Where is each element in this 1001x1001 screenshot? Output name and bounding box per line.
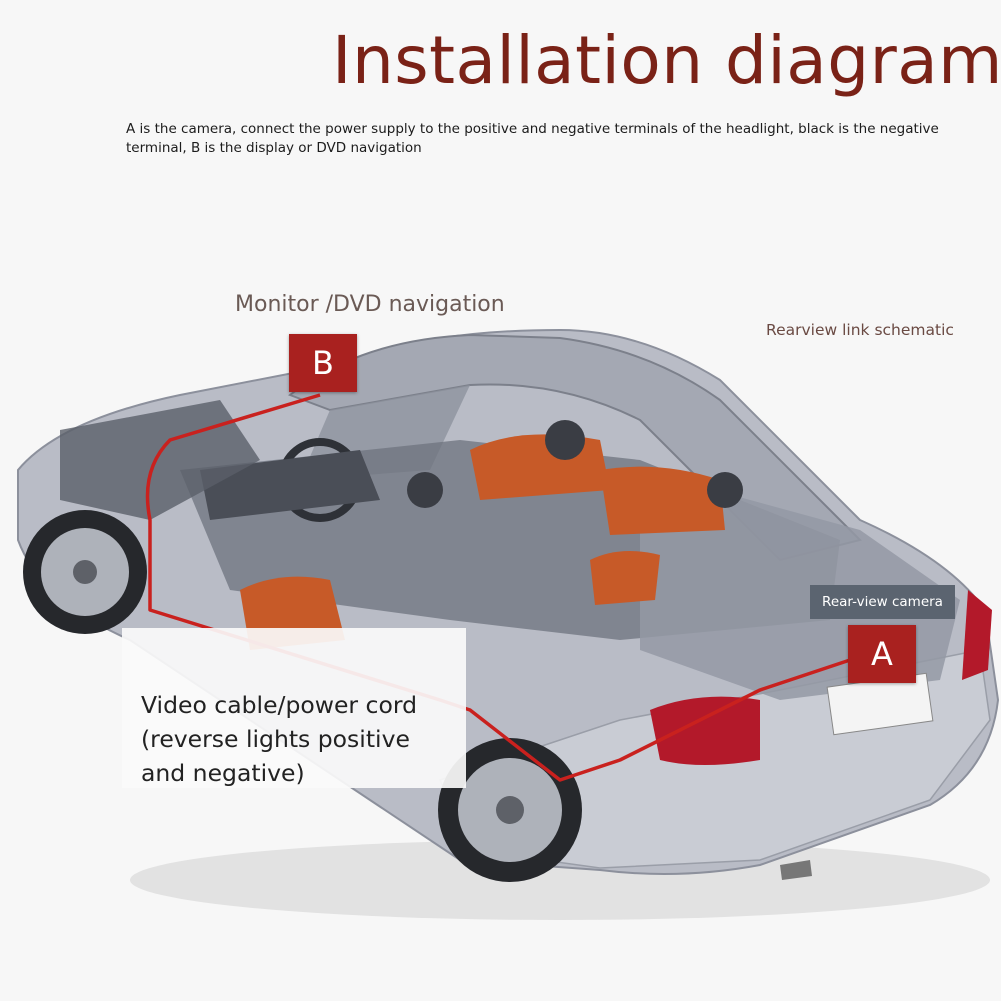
rear-wheel [438,738,582,882]
page-title: Installation diagram [332,22,1001,99]
rearview-link-label: Rearview link schematic [766,321,954,339]
car-roof [287,333,862,562]
headrest [407,472,443,508]
rear-camera-callout: Rear-view camera [810,585,955,619]
tail-light [650,696,760,765]
monitor-marker-b: B [289,334,357,392]
headrest [545,420,585,460]
cable-label-background [122,628,466,788]
monitor-label: Monitor /DVD navigation [235,292,505,317]
headrest [707,472,743,508]
engine-bay [60,400,260,520]
rear-seat [470,434,610,500]
installation-description: A is the camera, connect the power suppl… [126,121,939,156]
rear-seat-2 [600,466,725,535]
camera-marker-a: A [848,625,916,683]
front-wheel [23,510,147,634]
tail-light-right [962,590,992,680]
exhaust-pipe [780,860,812,880]
video-cable-line [145,393,851,782]
cable-label: Video cable/power cord (reverse lights p… [141,691,418,787]
front-seat-2 [590,551,660,605]
